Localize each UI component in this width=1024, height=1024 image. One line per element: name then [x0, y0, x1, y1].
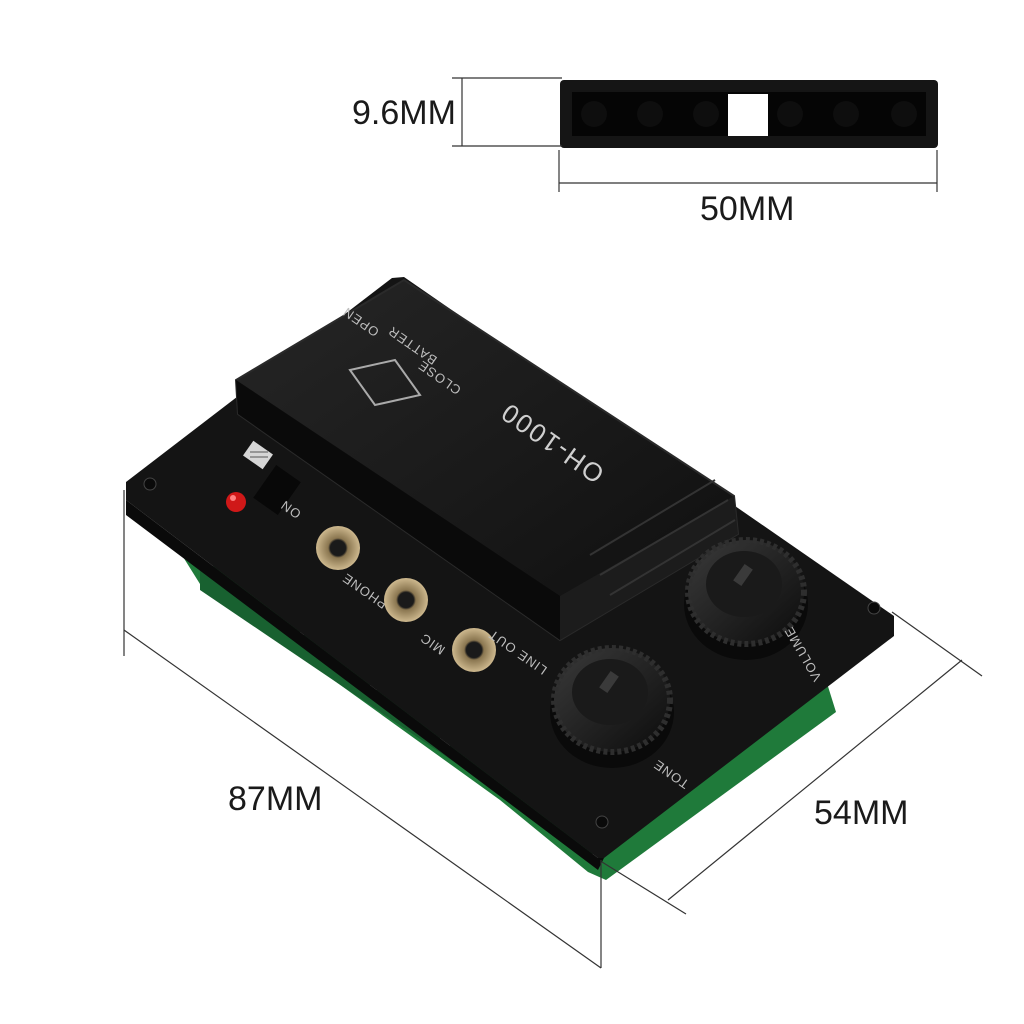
mic-jack[interactable]	[384, 578, 428, 622]
line-out-jack[interactable]	[452, 628, 496, 672]
width-label: 54MM	[814, 794, 908, 832]
thickness-dimension: 9.6MM	[352, 77, 562, 147]
phone-jack[interactable]	[316, 526, 360, 570]
length-dimension: 87MM	[123, 490, 602, 969]
width-dimension: 54MM	[601, 611, 983, 915]
tone-knob[interactable]	[550, 645, 674, 768]
preamp-device: OPEN BATTER CLOSE OH-1000 ON PHONE MIC L…	[126, 277, 894, 880]
side-view	[560, 80, 938, 148]
side-width-label: 50MM	[700, 190, 794, 228]
battery-compartment[interactable]: OPEN BATTER CLOSE OH-1000	[234, 278, 740, 642]
side-width-dimension: 50MM	[558, 150, 938, 228]
volume-knob[interactable]	[684, 537, 808, 660]
power-switch[interactable]	[243, 440, 301, 515]
status-led	[226, 492, 246, 512]
thickness-label: 9.6MM	[352, 94, 456, 132]
battery-arrow-icon	[348, 358, 422, 407]
length-label: 87MM	[228, 780, 322, 818]
